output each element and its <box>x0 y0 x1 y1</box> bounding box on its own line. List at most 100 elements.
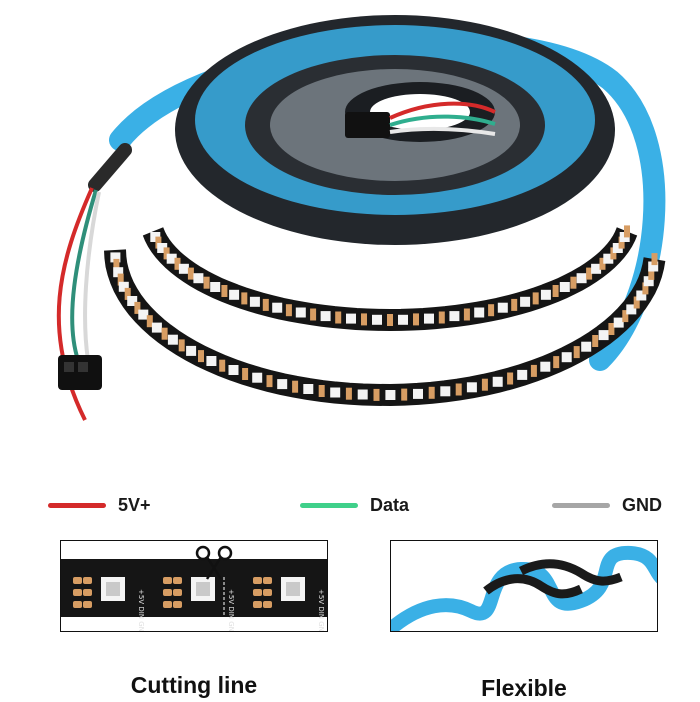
solder-pad <box>413 313 419 326</box>
led-chip <box>591 263 602 274</box>
solder-pad <box>310 308 317 321</box>
led-chip <box>206 356 217 366</box>
wire-white <box>83 191 101 361</box>
solder-pad <box>573 346 580 359</box>
solder-pad <box>618 236 625 249</box>
led-chip <box>138 309 149 320</box>
solder-pad <box>552 285 559 297</box>
cutting-line-caption: Cutting line <box>130 672 258 698</box>
solder-pad <box>266 375 273 388</box>
led-lens <box>196 582 210 596</box>
solder-pad <box>134 301 141 314</box>
led-chip <box>186 345 197 356</box>
led-chip <box>449 311 460 322</box>
solder-pad <box>592 335 599 347</box>
legend-label: Data <box>370 494 410 515</box>
solder-pad <box>262 298 269 311</box>
solder-pad <box>241 292 248 305</box>
solder-pad <box>507 372 514 385</box>
solder-pad <box>198 350 204 363</box>
led-chip <box>398 314 408 325</box>
pad-label: +5V DIN GND <box>137 589 145 632</box>
solder-pad <box>387 314 393 326</box>
solder-pad <box>318 385 325 397</box>
solder-pad <box>174 257 181 270</box>
solder-pad <box>428 386 435 399</box>
solder-pad <box>285 304 292 317</box>
led-chip <box>178 263 189 274</box>
led-chip <box>303 384 314 394</box>
solder-pad <box>83 589 92 596</box>
legend-label: 5V+ <box>118 494 151 515</box>
cutting-line-strip-illustration: +5V DIN GND+5V DIN GND+5V DIN GND <box>61 545 327 632</box>
led-chip <box>277 379 288 390</box>
led-chip <box>559 282 570 292</box>
led-chip <box>643 276 654 287</box>
led-chip <box>151 322 162 333</box>
solder-pad <box>608 323 615 335</box>
led-chip <box>272 302 283 313</box>
led-chip <box>357 389 368 400</box>
led-chip <box>612 243 623 253</box>
solder-pad <box>373 388 380 401</box>
legend-item-data: Data <box>300 490 409 520</box>
solder-pad <box>624 225 630 238</box>
led-chip <box>497 302 508 313</box>
solder-pad <box>648 267 655 280</box>
solder-pad <box>253 601 262 608</box>
solder-pad <box>263 589 272 596</box>
solder-pad <box>83 577 92 584</box>
led-chip <box>118 281 129 292</box>
solder-pad <box>163 589 172 596</box>
led-chip <box>127 296 138 306</box>
led-chip <box>385 390 396 400</box>
led-chip <box>252 372 263 383</box>
led-chip <box>648 261 659 272</box>
solder-pad <box>633 296 640 309</box>
solder-pad <box>83 601 92 608</box>
solder-pad <box>361 313 367 326</box>
led-chip <box>492 376 503 387</box>
solder-pad <box>532 292 539 305</box>
solder-pad <box>401 388 408 401</box>
solder-pad <box>586 267 593 280</box>
solder-pad <box>173 601 182 608</box>
solder-pad <box>221 285 228 297</box>
solder-pad <box>642 282 649 295</box>
led-chip <box>413 388 423 399</box>
solder-pad <box>292 380 299 393</box>
solder-pad <box>73 577 82 584</box>
led-chip <box>110 252 121 263</box>
flexible-strip-illustration <box>391 545 657 631</box>
solder-pad <box>610 247 617 260</box>
pad-label: +5V DIN GND <box>317 589 325 632</box>
led-chip <box>517 369 528 380</box>
solder-pad <box>161 327 168 340</box>
led-chip <box>167 334 178 345</box>
solder-pad <box>481 378 488 391</box>
led-chip <box>440 386 451 397</box>
led-chip <box>474 307 485 318</box>
jst-connector <box>58 355 102 390</box>
led-chip <box>626 304 637 315</box>
legend-swatch-red <box>48 502 106 508</box>
led-chip <box>540 289 551 300</box>
led-chip <box>229 289 240 300</box>
led-chip <box>372 314 382 325</box>
legend-swatch-green <box>300 502 358 508</box>
led-chip <box>561 352 572 363</box>
solder-pad <box>163 601 172 608</box>
led-chip <box>113 267 124 278</box>
solder-pad <box>73 589 82 596</box>
solder-pad <box>187 267 194 280</box>
led-chip <box>228 365 239 375</box>
reel-connector <box>345 112 390 138</box>
led-chip <box>249 296 260 307</box>
led-chip <box>613 317 624 328</box>
solder-pad <box>242 368 249 380</box>
led-chip <box>157 243 168 253</box>
solder-pad <box>203 276 210 289</box>
solder-pad <box>488 304 495 317</box>
legend-label: GND <box>622 494 662 515</box>
flexible-caption: Flexible <box>481 675 567 701</box>
